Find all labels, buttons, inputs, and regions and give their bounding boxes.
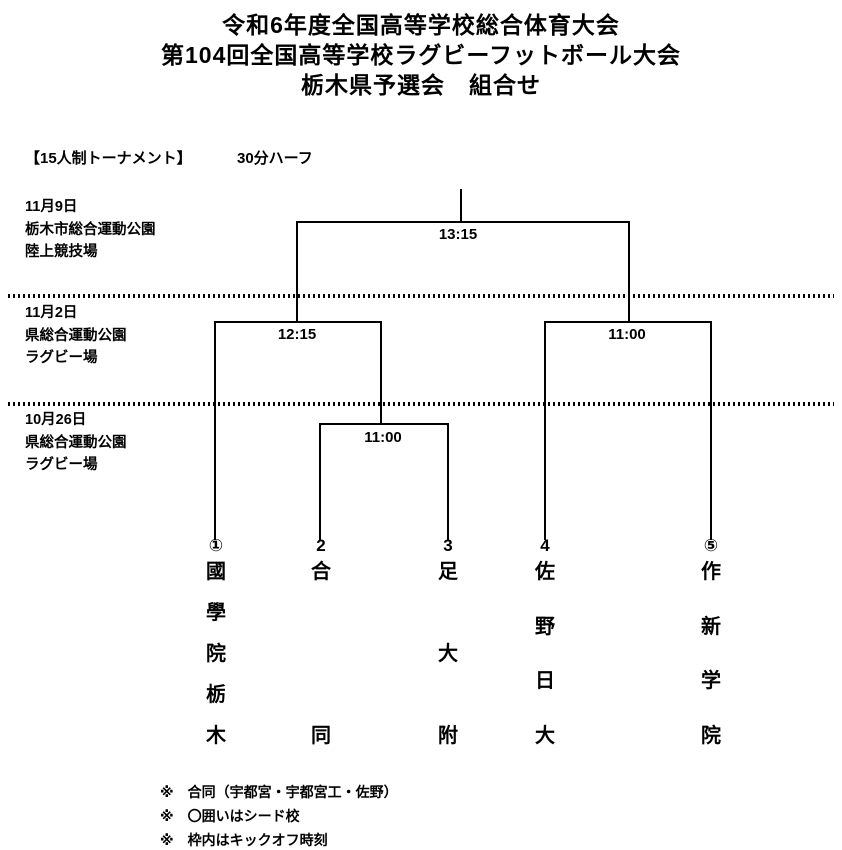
bracket-team2-leg [319, 423, 321, 540]
team-entry-4: 4 佐野日大 [521, 535, 569, 747]
section-divider-1 [8, 294, 834, 298]
team-seed-number: 4 [540, 536, 550, 555]
team-name-vertical: 作新学院 [701, 561, 721, 747]
title-line-3: 栃木県予選会 組合せ [301, 72, 541, 98]
round-venue-1: 県総合運動公園 [25, 434, 127, 451]
footnote-joint-team: ※ 合同（宇都宮・宇都宮工・佐野） [160, 784, 398, 800]
title-line-1: 令和6年度全国高等学校総合体育大会 [222, 12, 620, 38]
section-divider-2 [8, 402, 834, 406]
team-seed-number: 2 [316, 536, 326, 555]
bracket-team1-leg [214, 321, 216, 540]
bracket-team4-leg [544, 321, 546, 540]
round-venue-2: ラグビー場 [25, 350, 98, 366]
tournament-format-label: 【15人制トーナメント】 [25, 150, 192, 167]
bracket-final-left-leg [296, 221, 298, 323]
bracket-semifinal-right-bar [544, 321, 712, 323]
round-venue-2: 陸上競技場 [25, 244, 98, 260]
final-kickoff-time: 13:15 [438, 226, 478, 243]
page-title: 令和6年度全国高等学校総合体育大会 第104回全国高等学校ラグビーフットボール大… [0, 10, 842, 100]
round-date: 11月2日 [25, 305, 78, 321]
team-seed-number: 3 [443, 536, 453, 555]
bracket-final-right-leg [628, 221, 630, 323]
semifinal-right-kickoff-time: 11:00 [608, 326, 646, 343]
round-venue-1: 県総合運動公園 [25, 327, 127, 344]
round-date: 10月26日 [25, 412, 87, 428]
team-name-vertical: 國學院栃木 [206, 561, 226, 747]
round-venue-1: 栃木市総合運動公園 [25, 221, 156, 238]
title-line-2: 第104回全国高等学校ラグビーフットボール大会 [161, 42, 681, 68]
team-seed-number: ① [208, 536, 224, 555]
team-name-vertical: 合同 [311, 561, 331, 747]
bracket-final-bar [296, 221, 630, 223]
bracket-team5-leg [710, 321, 712, 540]
team-entry-1: ① 國學院栃木 [192, 535, 240, 747]
team-entry-2: 2 合同 [297, 535, 345, 747]
bracket-semifinal-left-bar [214, 321, 382, 323]
team-name-vertical: 足大附 [438, 561, 458, 747]
team-entry-5: ⑤ 作新学院 [687, 535, 735, 747]
round-date: 11月9日 [25, 199, 78, 215]
round-info-first-round: 10月26日 県総合運動公園 ラグビー場 [25, 409, 127, 477]
match-duration-label: 30分ハーフ [237, 150, 313, 167]
round-info-semifinal: 11月2日 県総合運動公園 ラグビー場 [25, 302, 127, 370]
team-name-vertical: 佐野日大 [535, 561, 555, 747]
bracket-champion-line [460, 189, 462, 223]
team-seed-number: ⑤ [703, 536, 719, 555]
bracket-team3-leg [447, 423, 449, 540]
bracket-first-round-bar [319, 423, 449, 425]
round-info-final: 11月9日 栃木市総合運動公園 陸上競技場 [25, 196, 156, 264]
bracket-semifinal-left-right-leg [380, 321, 382, 425]
footnote-seed-mark: ※ 〇囲いはシード校 [160, 808, 300, 824]
team-entry-3: 3 足大附 [424, 535, 472, 747]
round-venue-2: ラグビー場 [25, 457, 98, 473]
footnotes: ※ 合同（宇都宮・宇都宮工・佐野） ※ 〇囲いはシード校 ※ 枠内はキックオフ時… [160, 780, 398, 850]
semifinal-left-kickoff-time: 12:15 [277, 326, 317, 343]
first-round-kickoff-time: 11:00 [364, 429, 402, 446]
footnote-kickoff-time: ※ 枠内はキックオフ時刻 [160, 832, 328, 848]
